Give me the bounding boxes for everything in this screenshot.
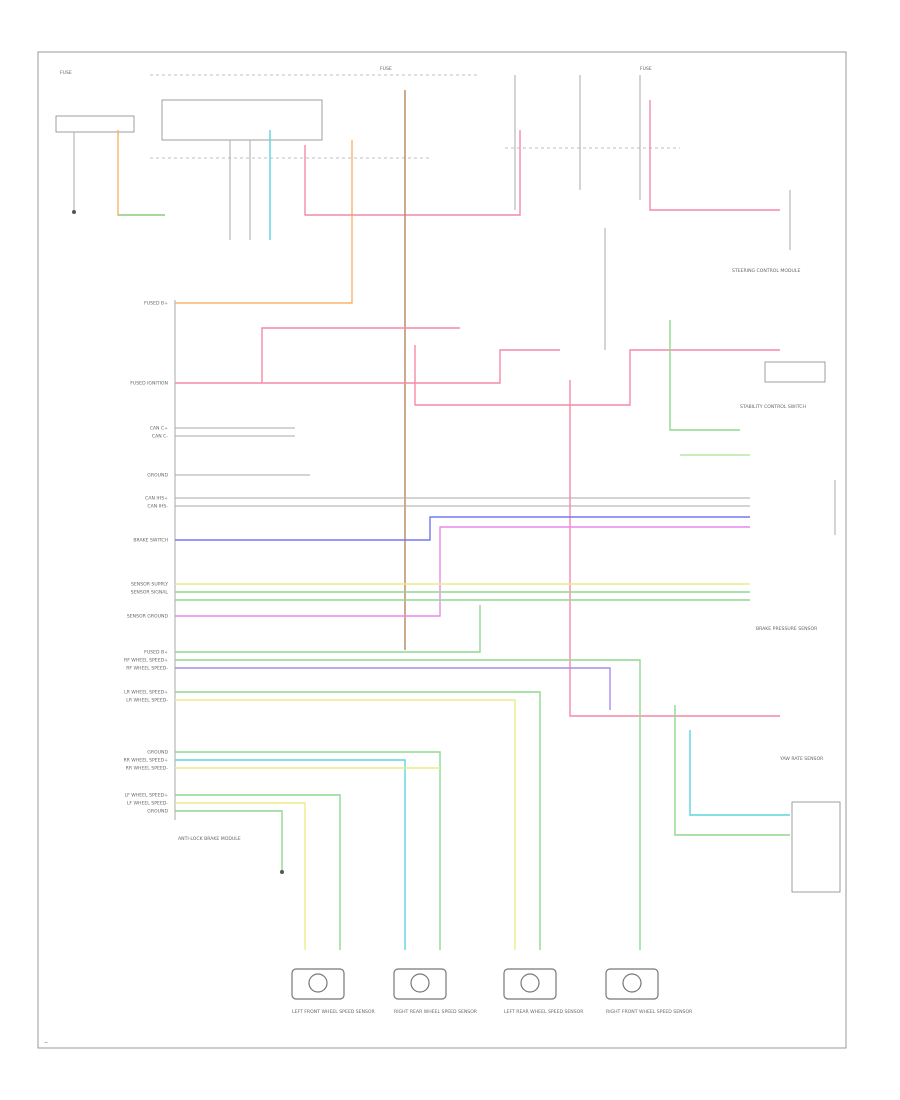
wire-green-right-4 xyxy=(674,705,790,836)
left-pin-label: CAN IHS- xyxy=(147,504,168,510)
left-pin-label: LR WHEEL SPEED- xyxy=(126,698,168,704)
wire-yellow-sensor-1 xyxy=(175,699,516,950)
diagram-frame xyxy=(37,51,847,1049)
left-pin-label: SENSOR GROUND xyxy=(127,614,169,620)
wire-green-sensor-4 xyxy=(175,794,341,950)
left-pin-label: RR WHEEL SPEED+ xyxy=(123,758,168,764)
wire-orange-left xyxy=(117,130,165,216)
right-module-2-label: STABILITY CONTROL SWITCH xyxy=(740,404,806,410)
left-pin-label: CAN C+ xyxy=(150,426,168,432)
wire-pink-down xyxy=(569,380,780,717)
top-right-label: FUSE xyxy=(640,66,652,72)
wire-yellow-sensor-4 xyxy=(175,802,306,950)
wheel-sensor-3: LEFT REAR WHEEL SPEED SENSOR xyxy=(503,968,584,1015)
left-pin-labels: FUSED B+ FUSED IGNITION CAN C+ CAN C- GROUND… xyxy=(123,301,168,815)
left-pin-label: RF WHEEL SPEED- xyxy=(126,666,168,672)
wheel-sensor-3-label: LEFT REAR WHEEL SPEED SENSOR xyxy=(504,1009,584,1015)
wire-green-right-1 xyxy=(669,320,740,431)
right-module-3-label: BRAKE PRESSURE SENSOR xyxy=(756,626,818,632)
right-small-box xyxy=(764,361,826,383)
wire-orange-main xyxy=(175,140,353,304)
wheel-sensor-2-label: RIGHT REAR WHEEL SPEED SENSOR xyxy=(394,1009,478,1015)
wheel-sensor-2: RIGHT REAR WHEEL SPEED SENSOR xyxy=(393,968,478,1015)
left-pin-label: FUSED B+ xyxy=(144,301,168,307)
left-pin-label: RR WHEEL SPEED- xyxy=(126,766,169,772)
wire-cyan-sensor-2 xyxy=(175,759,406,950)
wire-blue xyxy=(175,516,750,541)
wire-green-sensor-2 xyxy=(175,751,441,950)
top-left-label: FUSE xyxy=(60,70,72,76)
wire-green-right-3 xyxy=(175,659,641,950)
wheel-sensor-1-label: LEFT FRONT WHEEL SPEED SENSOR xyxy=(292,1009,376,1015)
footer-mark: ~ xyxy=(44,1041,48,1046)
top-left-component xyxy=(55,115,135,133)
fuse-block xyxy=(161,99,323,141)
wire-pink-long xyxy=(414,345,780,406)
left-module-label: ANTI-LOCK BRAKE MODULE xyxy=(178,836,241,842)
right-module-1-label: STEERING CONTROL MODULE xyxy=(732,268,800,274)
wire-pink-relay xyxy=(261,327,460,383)
wheel-sensor-4-label: RIGHT FRONT WHEEL SPEED SENSOR xyxy=(606,1009,693,1015)
ground-point xyxy=(280,870,284,874)
wire-green-sensor-1 xyxy=(175,691,541,950)
top-left-ground xyxy=(72,210,76,214)
left-pin-label: SENSOR SUPPLY xyxy=(131,582,168,588)
right-bottom-module xyxy=(791,801,841,893)
left-pin-label: GROUND xyxy=(147,750,168,756)
left-pin-label: LR WHEEL SPEED+ xyxy=(124,690,168,696)
left-pin-label: SENSOR SIGNAL xyxy=(131,590,169,596)
wire-green-right-2 xyxy=(175,605,481,653)
wire-violet xyxy=(175,667,611,710)
left-pin-label: FUSED IGNITION xyxy=(130,381,168,387)
left-pin-label: CAN IHS+ xyxy=(145,496,168,502)
left-pin-label: CAN C- xyxy=(152,434,168,440)
left-pin-label: BRAKE SWITCH xyxy=(133,538,168,544)
top-center-label: FUSE xyxy=(380,66,392,72)
right-module-4-label: YAW RATE SENSOR xyxy=(779,756,824,762)
left-pin-label: LF WHEEL SPEED+ xyxy=(125,793,169,799)
left-pin-label: LF WHEEL SPEED- xyxy=(127,801,169,807)
left-pin-label: FUSED B+ xyxy=(144,650,168,656)
wheel-sensor-4: RIGHT FRONT WHEEL SPEED SENSOR xyxy=(605,968,693,1015)
left-pin-label: GROUND xyxy=(147,809,168,815)
wire-pink-ignition xyxy=(175,349,560,384)
wire-pink-right xyxy=(649,100,780,211)
wheel-sensor-1: LEFT FRONT WHEEL SPEED SENSOR xyxy=(291,968,376,1015)
wire-magenta xyxy=(175,526,750,617)
wire-pink-top xyxy=(304,130,521,216)
left-pin-label: GROUND xyxy=(147,473,168,479)
wire-green-ground xyxy=(175,810,283,870)
wire-cyan-right xyxy=(689,730,790,816)
left-pin-label: RF WHEEL SPEED+ xyxy=(124,658,168,664)
